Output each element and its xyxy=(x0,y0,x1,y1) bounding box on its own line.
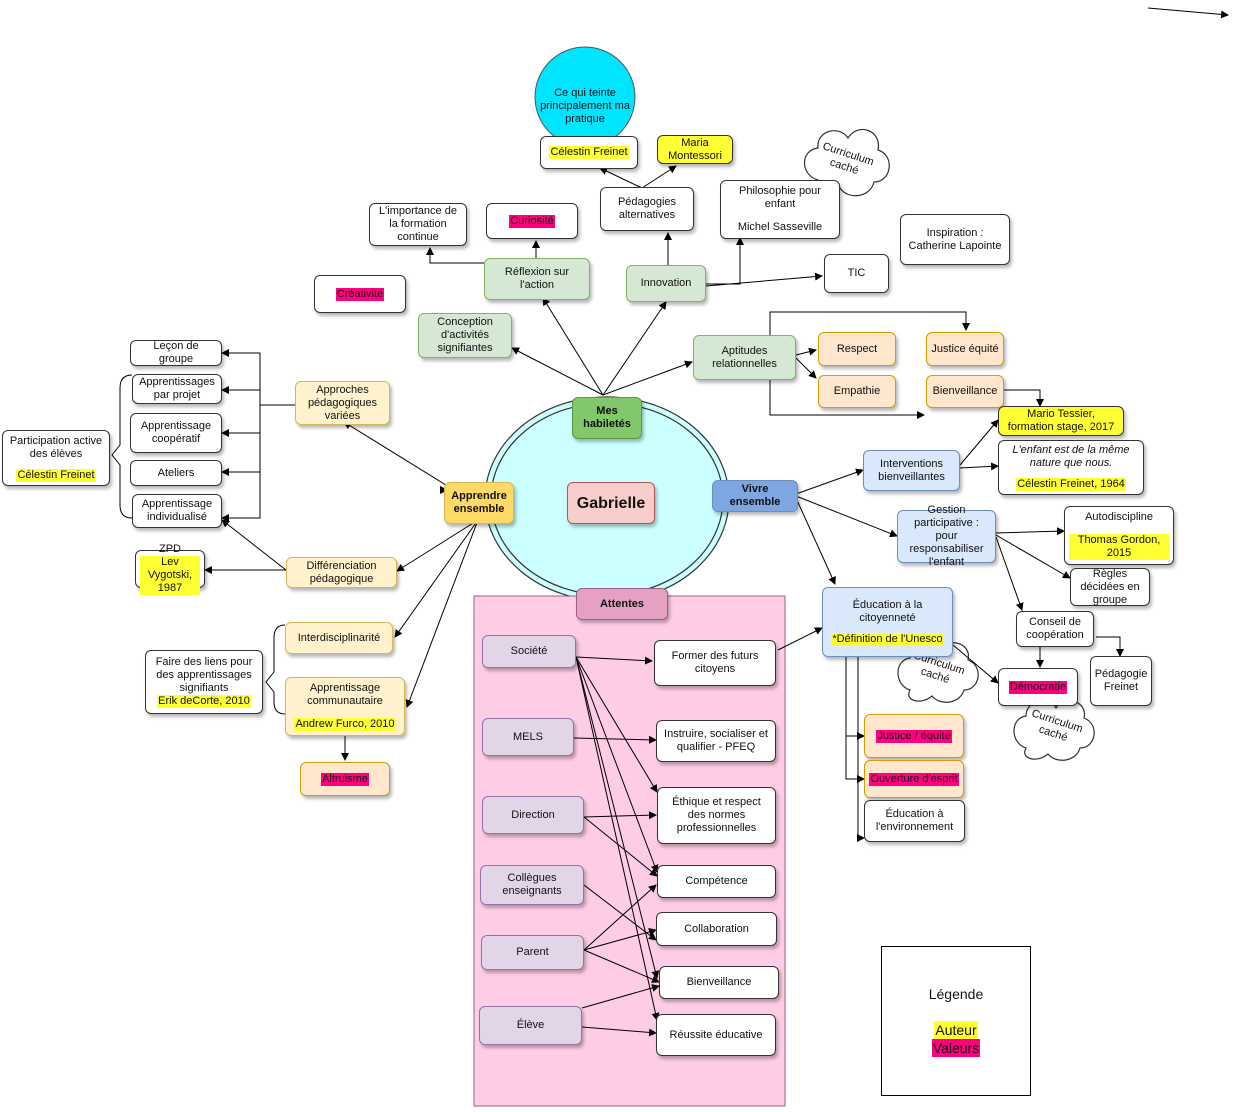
individualise-node[interactable]: Apprentissage individualisé xyxy=(132,494,222,528)
environnement-node[interactable]: Éducation à l'environnement xyxy=(864,800,965,842)
education-citoyennete-node[interactable]: Éducation à la citoyenneté *Définition d… xyxy=(822,587,953,657)
altruisme-label: Altruisme xyxy=(321,772,369,786)
cooperatif-node[interactable]: Apprentissage coopératif xyxy=(130,413,222,453)
legend-box: Légende Auteur Valeurs xyxy=(881,946,1031,1096)
participation-label: Participation active des élèves xyxy=(9,434,103,460)
education-citoyennete-label: Éducation à la citoyenneté xyxy=(852,598,923,624)
gestion-node[interactable]: Gestion participative : pour responsabil… xyxy=(897,504,996,568)
respect-node[interactable]: Respect xyxy=(818,332,896,366)
habiletes-header[interactable]: Mes habiletés xyxy=(572,397,642,439)
interdisciplinarite-node[interactable]: Interdisciplinarité xyxy=(285,622,393,654)
freinet-label: Célestin Freinet xyxy=(549,146,629,159)
source-societe[interactable]: Société xyxy=(482,635,576,668)
inspiration-node[interactable]: Inspiration : Catherine Lapointe xyxy=(900,214,1010,265)
center-node[interactable]: Gabrielle xyxy=(567,482,655,524)
sasseville-label: Michel Sasseville xyxy=(737,221,823,233)
differenciation-node[interactable]: Différenciation pédagogique xyxy=(286,557,397,588)
approches-node[interactable]: Approches pédagogiques variées xyxy=(295,381,390,425)
source-parent[interactable]: Parent xyxy=(481,935,584,970)
ouverture-node[interactable]: Ouverture d'esprit xyxy=(864,760,964,798)
enfant-quote: L'enfant est de la même nature que nous. xyxy=(1012,444,1130,469)
montessori-node[interactable]: Maria Montessori xyxy=(657,135,733,164)
curiosite-label: Curiosité xyxy=(509,214,555,228)
philosophie-label: Philosophie pour enfant xyxy=(739,185,821,210)
target-pfeq[interactable]: Instruire, socialiser et qualifier - PFE… xyxy=(656,720,776,762)
creativite-label: Créativité xyxy=(335,287,385,301)
source-direction[interactable]: Direction xyxy=(482,796,584,834)
target-citoyens[interactable]: Former des futurs citoyens xyxy=(654,640,776,686)
enfant-quote-node[interactable]: L'enfant est de la même nature que nous.… xyxy=(998,440,1144,495)
empathie-node[interactable]: Empathie xyxy=(818,375,896,408)
zpd-title: ZPD xyxy=(159,543,181,555)
liens-label: Faire des liens pour des apprentissages … xyxy=(155,656,253,694)
altruisme-node[interactable]: Altruisme xyxy=(300,762,390,796)
curiosite-node[interactable]: Curiosité xyxy=(486,203,578,239)
liens-node[interactable]: Faire des liens pour des apprentissages … xyxy=(145,650,263,714)
participation-author: Célestin Freinet xyxy=(16,468,96,482)
ateliers-node[interactable]: Ateliers xyxy=(130,460,222,486)
conseil-node[interactable]: Conseil de coopération xyxy=(1016,611,1094,647)
justice-node[interactable]: Justice / équité xyxy=(864,714,964,758)
justice-equite-node[interactable]: Justice équité xyxy=(926,332,1004,366)
legend-title: Légende xyxy=(928,986,984,1002)
source-collegues[interactable]: Collègues enseignants xyxy=(480,865,584,905)
philosophie-node[interactable]: Philosophie pour enfant Michel Sassevill… xyxy=(720,180,840,239)
freinet-node[interactable]: Célestin Freinet xyxy=(540,136,638,169)
legend-valeurs: Valeurs xyxy=(931,1039,981,1057)
gordon-author: Thomas Gordon, 2015 xyxy=(1069,534,1169,560)
democratie-node[interactable]: Démocratie xyxy=(998,668,1078,706)
cloud-mid xyxy=(897,642,979,703)
lecon-groupe-node[interactable]: Leçon de groupe xyxy=(130,340,222,366)
enfant-author: Célestin Freinet, 1964 xyxy=(1016,478,1126,491)
cloud-top xyxy=(803,128,890,197)
target-competence[interactable]: Compétence xyxy=(657,865,776,898)
unesco-label: *Définition de l'Unesco xyxy=(831,632,944,646)
projet-node[interactable]: Apprentissages par projet xyxy=(132,374,222,404)
liens-author: Erik deCorte, 2010 xyxy=(157,695,251,708)
zpd-author: Lev Vygotski, 1987 xyxy=(140,556,200,595)
target-reussite[interactable]: Réussite éducative xyxy=(656,1014,776,1056)
innovation-node[interactable]: Innovation xyxy=(626,265,706,302)
tessier-node[interactable]: Mario Tessier, formation stage, 2017 xyxy=(998,406,1124,436)
pedagogies-alternatives-node[interactable]: Pédagogies alternatives xyxy=(600,187,694,231)
participation-node[interactable]: Participation active des élèves Célestin… xyxy=(2,430,110,486)
tic-node[interactable]: TIC xyxy=(824,254,889,293)
bienveillance-node[interactable]: Bienveillance xyxy=(926,375,1004,408)
reflexion-node[interactable]: Réflexion sur l'action xyxy=(484,258,590,300)
autodiscipline-label: Autodiscipline xyxy=(1085,511,1153,523)
target-ethique[interactable]: Éthique et respect des normes profession… xyxy=(657,787,776,844)
cloud-low xyxy=(1013,700,1095,761)
attentes-header[interactable]: Attentes xyxy=(576,588,668,620)
legend-auteur: Auteur xyxy=(934,1021,978,1039)
justice-label: Justice / équité xyxy=(876,729,952,743)
conception-node[interactable]: Conception d'activités signifiantes xyxy=(418,313,512,358)
ouverture-label: Ouverture d'esprit xyxy=(869,772,959,786)
source-eleve[interactable]: Élève xyxy=(479,1006,582,1045)
target-bienveillance[interactable]: Bienveillance xyxy=(659,966,779,999)
interventions-node[interactable]: Interventions bienveillantes xyxy=(863,450,960,491)
zpd-node[interactable]: ZPD Lev Vygotski, 1987 xyxy=(135,543,205,595)
communautaire-node[interactable]: Apprentissage communautaire Andrew Furco… xyxy=(285,677,405,736)
creativite-node[interactable]: Créativité xyxy=(314,275,406,313)
formation-continue-node[interactable]: L'importance de la formation continue xyxy=(369,203,467,246)
aptitudes-node[interactable]: Aptitudes relationnelles xyxy=(693,335,796,380)
autodiscipline-node[interactable]: Autodiscipline Thomas Gordon, 2015 xyxy=(1064,506,1174,565)
democratie-label: Démocratie xyxy=(1008,680,1068,694)
source-mels[interactable]: MELS xyxy=(482,718,574,756)
regles-node[interactable]: Règles décidées en groupe xyxy=(1070,568,1150,606)
pedagogie-freinet-node[interactable]: Pédagogie Freinet xyxy=(1090,656,1152,706)
apprendre-header[interactable]: Apprendre ensemble xyxy=(444,482,514,524)
communautaire-author: Andrew Furco, 2010 xyxy=(294,718,396,731)
target-collaboration[interactable]: Collaboration xyxy=(656,912,777,946)
vivre-header[interactable]: Vivre ensemble xyxy=(712,480,798,512)
communautaire-label: Apprentissage communautaire xyxy=(307,682,383,707)
teinte-label: Ce qui teinte principalement ma pratique xyxy=(540,86,630,125)
